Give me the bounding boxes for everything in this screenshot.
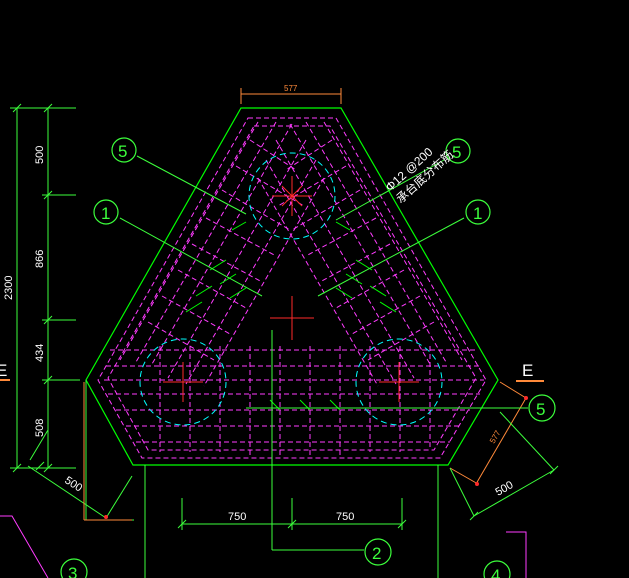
section-mark-left: E: [0, 361, 7, 380]
bottom-dimension: [177, 498, 407, 530]
svg-text:5: 5: [118, 142, 127, 161]
right-orange-dot-bottom: [475, 482, 479, 486]
rebar-ticks: [185, 221, 397, 411]
svg-text:1: 1: [473, 204, 482, 223]
right-orange-dim: [449, 381, 527, 485]
bottom-left-orange-frame: [83, 382, 132, 521]
bubble-1-right: 1: [465, 199, 491, 225]
bottom-left-diag-dim: [27, 380, 134, 521]
section-mark-right: E: [522, 361, 533, 380]
bubble-1-left: 1: [93, 199, 119, 225]
bubble-5-top-left: 5: [111, 137, 137, 163]
vert-866-text: 866: [34, 250, 46, 268]
piles: [139, 152, 443, 426]
right-500-dim: [449, 411, 559, 521]
bubble-2-bottom: 2: [364, 538, 392, 566]
svg-text:5: 5: [452, 143, 461, 162]
left-dimension-chain: [10, 103, 80, 473]
svg-text:3: 3: [68, 564, 77, 578]
svg-text:4: 4: [491, 566, 500, 578]
vert-500-text: 500: [34, 146, 46, 164]
svg-text:5: 5: [536, 400, 545, 419]
top-dim-text: 577: [284, 84, 298, 93]
adjacent-fragments: [0, 515, 527, 578]
bubble-4-bottom-right: 4: [483, 560, 511, 578]
top-dimension: [240, 88, 342, 104]
right-500-text: 500: [494, 479, 516, 499]
pile-bottom-left: [139, 338, 227, 426]
rebar-note: Φ12 @200 承台底分布筋: [383, 144, 457, 206]
bottom-750-left-text: 750: [228, 511, 246, 523]
bubble-5-top-right: 5: [445, 138, 471, 164]
pile-bottom-right: [355, 338, 443, 426]
rebar-mesh: [97, 117, 487, 459]
bubble-3-bottom-left: 3: [60, 558, 88, 578]
right-orange-dot-top: [524, 396, 528, 400]
svg-text:2: 2: [372, 544, 381, 563]
bottom-750-right-text: 750: [336, 511, 354, 523]
pile-top: [248, 152, 336, 240]
leader-lines: [119, 155, 528, 578]
vert-total-text: 2300: [3, 276, 15, 300]
bottom-left-dim-dot: [104, 515, 108, 519]
center-marks: [163, 176, 419, 402]
svg-text:1: 1: [101, 204, 110, 223]
vert-434-text: 434: [34, 344, 46, 362]
bubble-5-right: 5: [528, 394, 556, 422]
vert-508-text: 508: [34, 419, 46, 437]
